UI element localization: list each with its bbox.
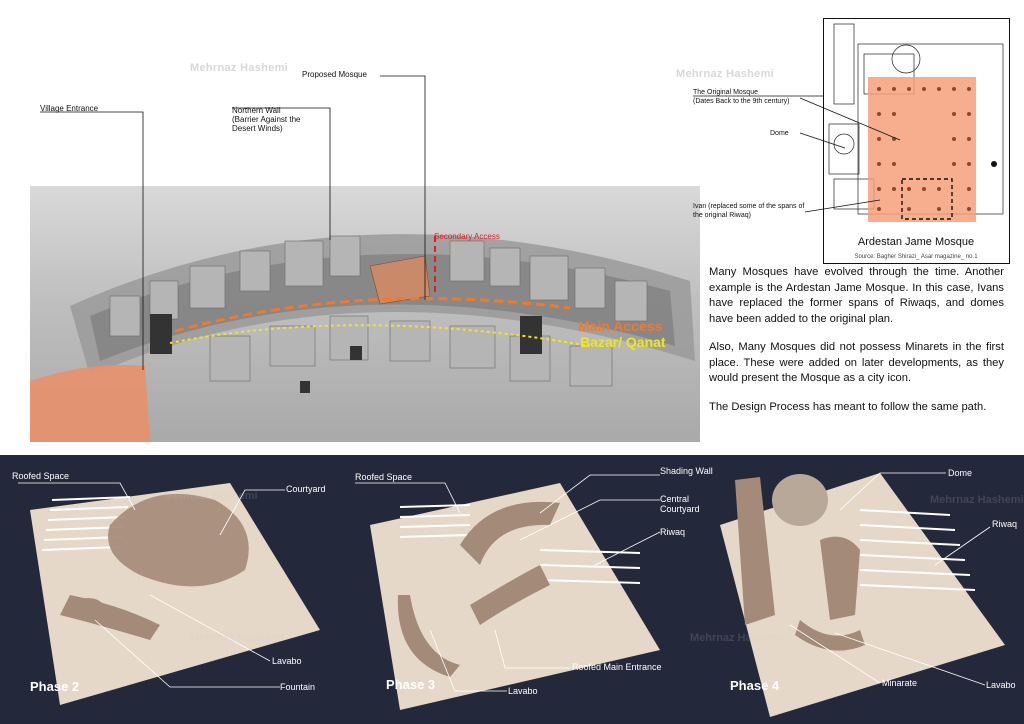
- original-mosque-label: The Original Mosque (Dates Back to the 9…: [693, 89, 790, 105]
- main-access-label: Main Access: [578, 318, 663, 334]
- watermark: Mehrnaz Hashemi: [676, 68, 775, 80]
- site-model-drawing: [30, 234, 695, 442]
- phase3-lavabo-label: Lavabo: [508, 686, 538, 696]
- phase3-roofed-space-label: Roofed Space: [355, 472, 413, 482]
- entrance-area: [30, 365, 150, 442]
- description-text: Many Mosques have evolved through the ti…: [709, 265, 1004, 428]
- plan-title: Ardestan Jame Mosque: [857, 236, 975, 248]
- watermark: Mehrnaz Hashemi: [930, 494, 1024, 506]
- phase4-minarate-label: Minarate: [882, 678, 918, 688]
- secondary-access-label: Secondary Access: [434, 232, 500, 241]
- phase3-central-courtyard-label: Central Courtyard: [660, 494, 700, 514]
- phase3-roofed-main-entrance-label: Roofed Main Entrance: [572, 662, 662, 672]
- watermark: Mehrnaz Hashemi: [190, 632, 284, 644]
- phase4-dome-label: Dome: [948, 468, 973, 478]
- phase3-shading-wall-label: Shading Wall: [660, 466, 713, 476]
- phase3-title: Phase 3: [386, 677, 436, 692]
- watermark: Mehrnaz Hashemi: [690, 632, 784, 644]
- village-entrance-label: Village Entrance: [40, 104, 99, 113]
- watermark: Mehrnaz Hashemi: [190, 62, 289, 74]
- original-mosque-area: [868, 77, 976, 222]
- description-paragraph: Also, Many Mosques did not possess Minar…: [709, 341, 1004, 384]
- phase-models: [18, 472, 1005, 717]
- description-paragraph: Many Mosques have evolved through the ti…: [709, 266, 1004, 325]
- proposed-mosque-label: Proposed Mosque: [302, 70, 367, 79]
- main-access-line: [174, 297, 571, 333]
- plan-source: Source: Bagher Shirazi_ Asar magazine_ n…: [854, 254, 978, 260]
- plan-leader-lines: [799, 97, 901, 213]
- description-paragraph: The Design Process has meant to follow t…: [709, 400, 987, 413]
- ivan-label: Ivan (replaced some of the spans of the …: [693, 203, 805, 219]
- phase2-courtyard-label: Courtyard: [286, 484, 326, 494]
- phase2-title: Phase 2: [30, 679, 80, 694]
- bazar-qanat-label: Bazar/ Qanat: [580, 334, 666, 350]
- bazar-qanat-line: [169, 324, 591, 347]
- phase4-lavabo-label: Lavabo: [986, 680, 1016, 690]
- phase4-riwaq-label: Riwaq: [992, 519, 1018, 529]
- dome-plan-label: Dome: [770, 130, 789, 137]
- phase2-fountain-label: Fountain: [280, 682, 316, 692]
- ivan-outline: [901, 178, 953, 220]
- watermark: Mehrnaz Hashemi: [164, 490, 258, 502]
- site-leader-lines: [40, 75, 850, 370]
- phase3-riwaq-label: Riwaq: [660, 527, 686, 537]
- phase4-title: Phase 4: [730, 678, 780, 693]
- northern-wall-label: Northern Wall (Barrier Against the Deser…: [232, 106, 301, 133]
- phase2-roofed-space-label: Roofed Space: [12, 471, 70, 481]
- mosque-plan-drawing: [828, 23, 1004, 222]
- phase2-lavabo-label: Lavabo: [272, 656, 302, 666]
